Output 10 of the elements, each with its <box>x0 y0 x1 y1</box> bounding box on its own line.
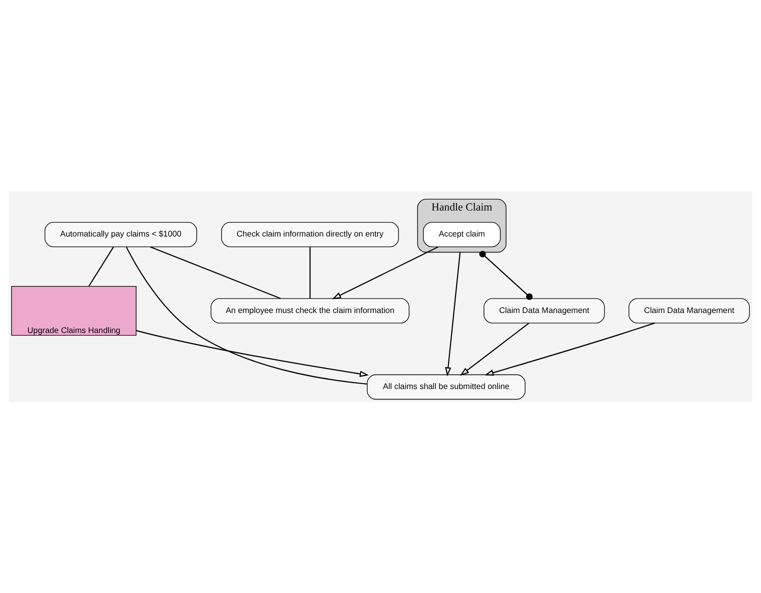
arrow <box>445 252 461 376</box>
connector <box>126 246 368 385</box>
connector <box>88 246 114 286</box>
arrow <box>136 330 369 377</box>
arrow <box>332 246 438 300</box>
connector <box>479 250 533 300</box>
arrow <box>484 322 655 376</box>
connector <box>150 246 281 299</box>
arrow <box>460 322 530 376</box>
connector <box>310 246 311 298</box>
